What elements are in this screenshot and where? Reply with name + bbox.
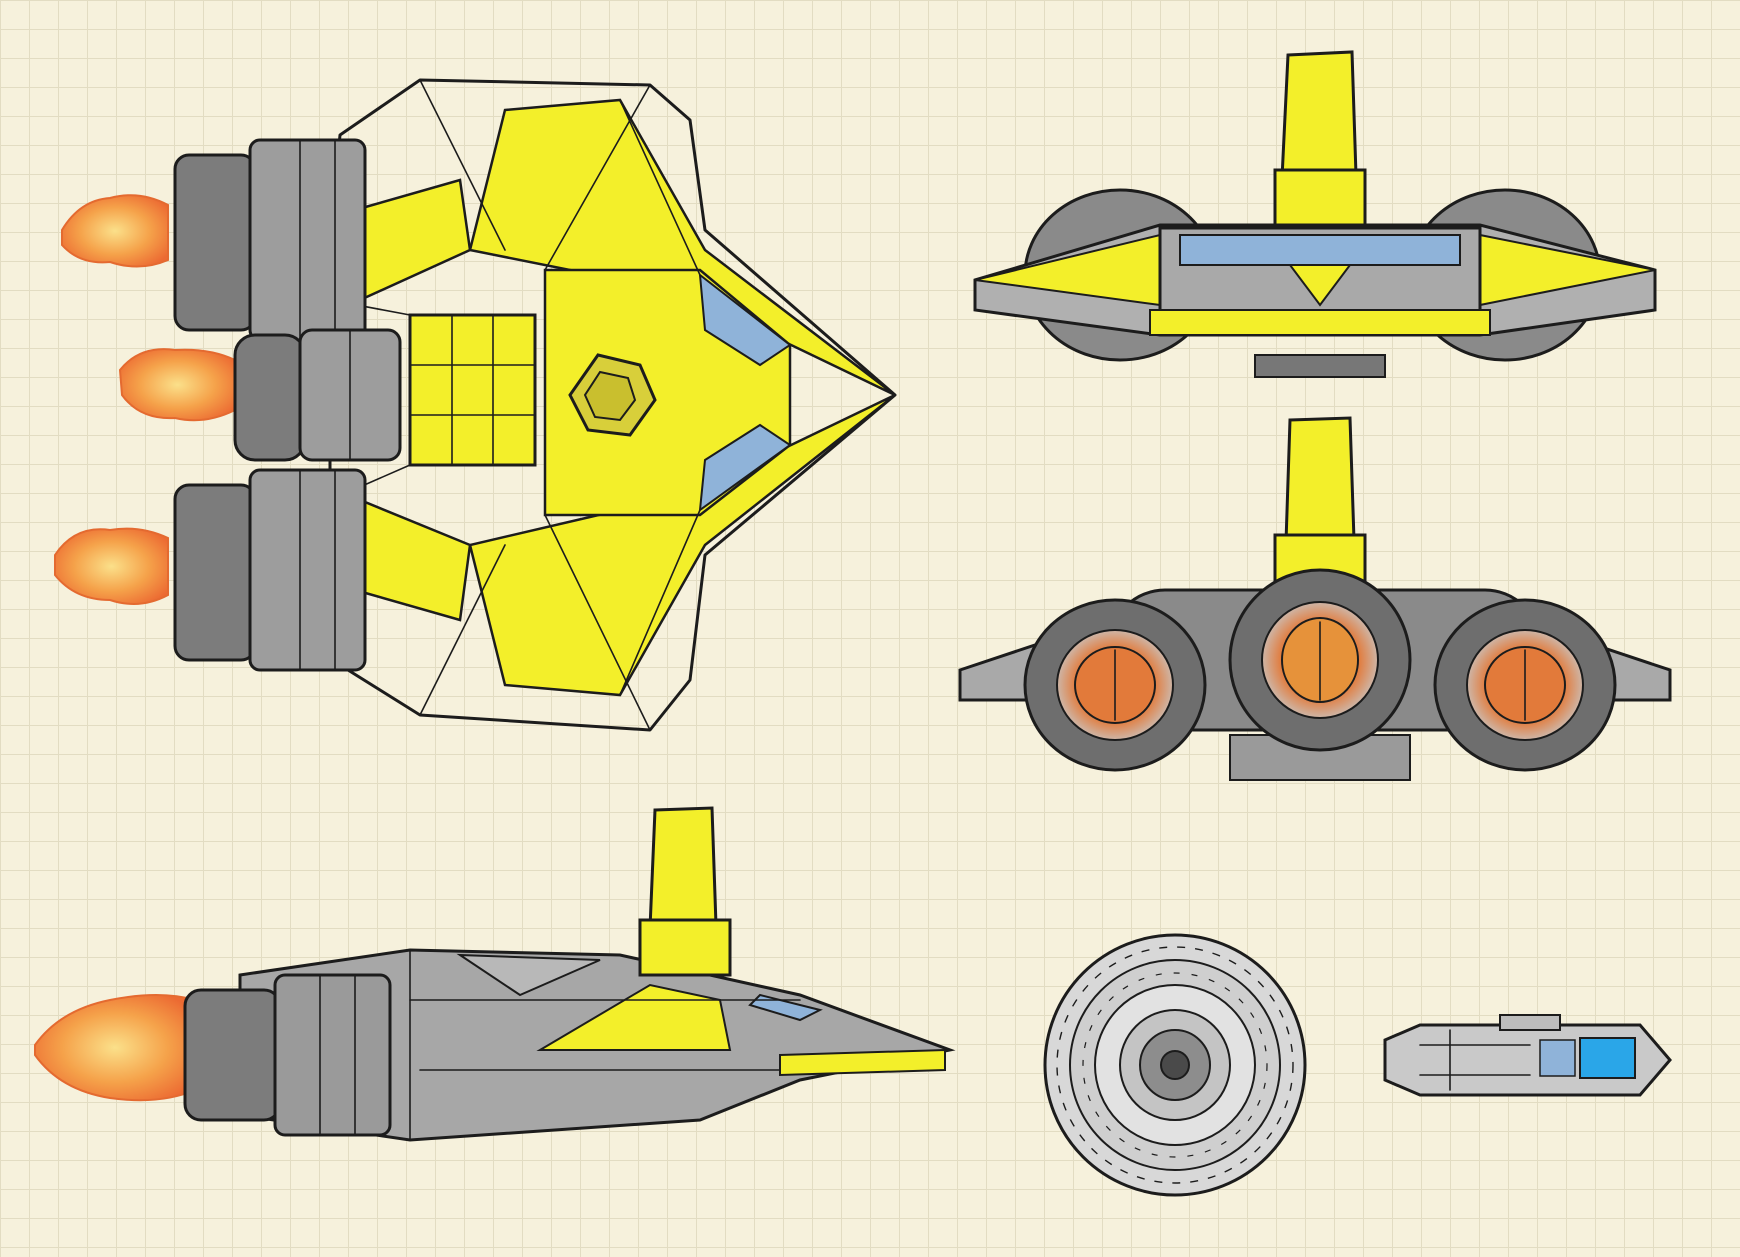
yellow-side-bottom [353,498,472,622]
side-flame [34,994,196,1102]
rear-view [958,416,1672,781]
engine-flame-upper [61,194,169,268]
rear-exhaust-right [1433,598,1617,772]
engine-upper [173,138,367,342]
front-mast [1280,50,1358,180]
engine-lower [173,468,367,672]
front-view [973,50,1657,378]
side-view [34,806,956,1142]
yellow-wing-top [468,98,896,397]
top-view [54,78,897,732]
rear-mast [1284,416,1356,544]
engine-flame-middle [118,348,236,422]
aft-detail-view [1043,933,1307,1197]
side-yellow-nose [779,1048,946,1077]
canopy-glass-top [698,272,792,367]
side-canopy [748,993,823,1022]
scale-view [1383,1014,1672,1097]
side-mast [648,806,718,930]
canopy-glass-bottom [698,423,792,513]
side-engine [183,973,392,1137]
rear-exhaust-left [1023,598,1207,772]
engine-middle [233,328,402,462]
hatch-grid-window [408,313,537,467]
rear-exhaust-center [1228,568,1412,752]
engine-flame-lower [54,527,169,605]
scale-ship-blue-panel [1579,1037,1636,1079]
yellow-side-top [353,178,472,302]
front-keel-yellow [1149,309,1491,336]
yellow-wing-bottom [468,393,896,697]
